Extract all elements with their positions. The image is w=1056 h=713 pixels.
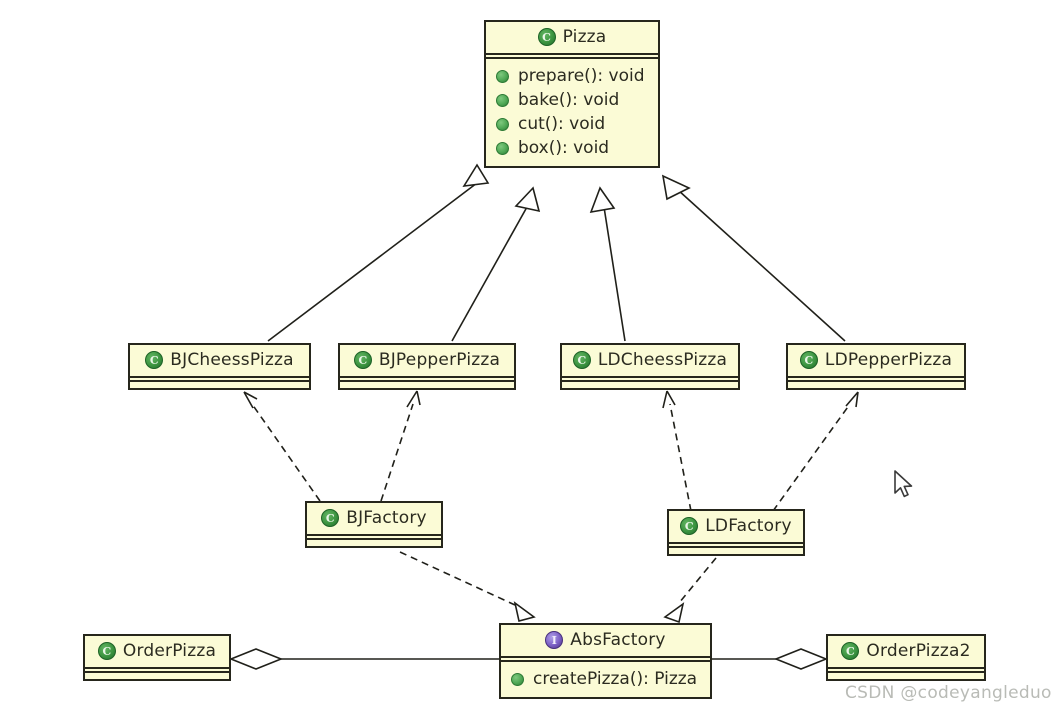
class-name-label: LDFactory — [705, 516, 792, 536]
class-header-bjfactory: C BJFactory — [307, 503, 441, 534]
compartment-divider — [307, 534, 441, 540]
class-icon: C — [145, 351, 164, 369]
method-row[interactable]: box(): void — [496, 136, 652, 160]
empty-compartment — [340, 382, 514, 388]
public-method-icon — [511, 672, 524, 686]
class-box-bjcheesspizza[interactable]: C BJCheessPizza — [128, 343, 311, 390]
class-box-orderpizza2[interactable]: C OrderPizza2 — [826, 634, 986, 681]
interface-icon: I — [545, 631, 564, 649]
method-row[interactable]: createPizza(): Pizza — [511, 667, 704, 691]
class-name-label: BJFactory — [346, 508, 427, 528]
class-header-orderpizza: C OrderPizza — [85, 636, 229, 667]
class-box-bjfactory[interactable]: C BJFactory — [305, 501, 443, 548]
class-name-label: LDCheessPizza — [597, 350, 728, 370]
compartment-divider — [130, 376, 309, 382]
public-method-icon — [496, 69, 509, 83]
compartment-divider — [562, 376, 738, 382]
empty-compartment — [788, 382, 964, 388]
method-label: bake(): void — [518, 90, 620, 110]
class-header-ldpepperpizza: C LDPepperPizza — [788, 345, 964, 376]
edge-bjfactory-to-absfactory — [399, 551, 536, 622]
class-name-label: BJCheessPizza — [170, 350, 294, 370]
compartment-divider — [501, 656, 710, 662]
class-header-ldcheesspizza: C LDCheessPizza — [562, 345, 738, 376]
method-label: box(): void — [518, 138, 610, 158]
class-box-orderpizza[interactable]: C OrderPizza — [83, 634, 231, 681]
method-label: prepare(): void — [518, 66, 645, 86]
class-icon: C — [353, 351, 372, 369]
class-box-bjpepperpizza[interactable]: C BJPepperPizza — [338, 343, 516, 390]
class-icon: C — [97, 642, 116, 660]
empty-compartment — [562, 382, 738, 388]
class-header-bjpepperpizza: C BJPepperPizza — [340, 345, 514, 376]
mouse-pointer-icon — [894, 470, 913, 498]
compartment-divider — [669, 542, 803, 548]
mouse-cursor — [893, 470, 917, 506]
class-header-pizza: C Pizza — [486, 22, 658, 53]
edge-bjfactory-to-bjcheesspizza — [243, 391, 321, 502]
method-label: createPizza(): Pizza — [533, 669, 698, 689]
empty-compartment — [307, 540, 441, 546]
class-name-label: OrderPizza — [122, 641, 217, 661]
class-icon: C — [799, 351, 818, 369]
empty-compartment — [130, 382, 309, 388]
method-compartment-absfactory: createPizza(): Pizza — [501, 662, 710, 697]
method-compartment-pizza: prepare(): void bake(): void cut(): void… — [486, 59, 658, 166]
edge-ldcheesspizza-to-pizza — [589, 186, 626, 342]
class-name-label: LDPepperPizza — [824, 350, 953, 370]
class-icon: C — [572, 351, 591, 369]
class-box-pizza[interactable]: C Pizza prepare(): void bake(): void cut… — [484, 20, 660, 168]
compartment-divider — [85, 667, 229, 673]
compartment-divider — [788, 376, 964, 382]
edge-ldfactory-to-absfactory — [663, 557, 717, 624]
edge-ldpepperpizza-to-pizza — [661, 174, 846, 342]
class-icon: C — [321, 509, 340, 527]
class-header-bjcheesspizza: C BJCheessPizza — [130, 345, 309, 376]
class-box-ldcheesspizza[interactable]: C LDCheessPizza — [560, 343, 740, 390]
edge-bjfactory-to-bjpepperpizza — [380, 390, 421, 502]
class-icon: C — [680, 517, 699, 535]
class-name-label: AbsFactory — [570, 630, 666, 650]
public-method-icon — [496, 117, 509, 131]
edge-ldfactory-to-ldcheesspizza — [662, 390, 692, 512]
empty-compartment — [828, 673, 984, 679]
public-method-icon — [496, 93, 509, 107]
class-box-ldfactory[interactable]: C LDFactory — [667, 509, 805, 556]
class-box-absfactory[interactable]: I AbsFactory createPizza(): Pizza — [499, 623, 712, 699]
edge-orderpizza-to-absfactory — [228, 648, 499, 670]
class-header-ldfactory: C LDFactory — [669, 511, 803, 542]
class-header-orderpizza2: C OrderPizza2 — [828, 636, 984, 667]
compartment-divider — [340, 376, 514, 382]
class-name-label: Pizza — [562, 27, 607, 47]
watermark-label: CSDN @codeyangleduo — [845, 683, 1052, 703]
edge-bjpepperpizza-to-pizza — [451, 186, 541, 342]
compartment-divider — [486, 53, 658, 59]
edge-ldfactory-to-ldpepperpizza — [772, 391, 859, 512]
method-row[interactable]: bake(): void — [496, 88, 652, 112]
class-box-ldpepperpizza[interactable]: C LDPepperPizza — [786, 343, 966, 390]
class-name-label: BJPepperPizza — [378, 350, 501, 370]
method-row[interactable]: prepare(): void — [496, 64, 652, 88]
class-icon: C — [537, 28, 556, 46]
edge-orderpizza2-to-absfactory — [712, 648, 829, 670]
edge-bjcheesspizza-to-pizza — [267, 163, 490, 342]
class-name-label: OrderPizza2 — [866, 641, 971, 661]
method-label: cut(): void — [518, 114, 606, 134]
method-row[interactable]: cut(): void — [496, 112, 652, 136]
public-method-icon — [496, 141, 509, 155]
class-icon: C — [841, 642, 860, 660]
empty-compartment — [85, 673, 229, 679]
empty-compartment — [669, 548, 803, 554]
compartment-divider — [828, 667, 984, 673]
class-header-absfactory: I AbsFactory — [501, 625, 710, 656]
